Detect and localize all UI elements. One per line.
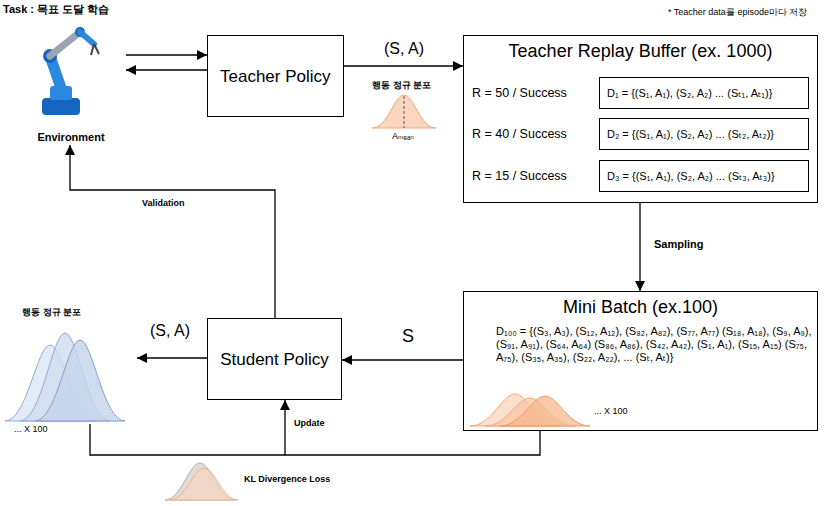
output-arrow [137,357,207,358]
output-label: (S, A) [150,322,190,340]
connector-arrow [70,145,275,318]
robot-arm [42,27,99,115]
reward-label: R = 15 / Success [472,168,567,184]
policy-box: Student Policy [207,318,342,400]
normal-distribution [372,95,436,128]
connector-arrow [342,359,463,360]
episode-data: D₁₀₀ = {(S₃, A₃), (S₁₂, A₁₂), (S₈₂, A₈₂)… [496,325,814,364]
task-title: Task : 목표 도달 학습 [3,2,109,17]
mini-batch: Mini Batch (ex.100) D₁₀₀ = {(S₃, A₃), (S₁… [463,291,818,431]
episode-data: D₁ = {(S₁, A₁), (S₂, A₂) ... (Sₜ₁, Aₜ₁)} [607,86,772,100]
mean-label: Aₘₑₐₙ [392,131,414,141]
connector-arrow [126,69,207,70]
environment: Environment [18,16,124,143]
episode-data: D₂ = {(S₁, A₁), (S₂, A₂) ... (Sₜ₂, Aₜ₂)} [607,127,774,141]
robot-gripper [91,44,94,55]
episode-data: D₃ = {(S₁, A₁), (S₂, A₂) ... (Sₜ₃, Aₜ₃)} [607,169,775,183]
edge-label: Sampling [652,238,706,250]
loss-line [90,424,285,455]
connector-arrow [126,54,207,55]
policy-label: Teacher Policy [212,62,339,91]
episode-box: D₁ = {(S₁, A₁), (S₂, A₂) ... (Sₜ₁, Aₜ₁)} [599,77,809,109]
connector-arrow [285,400,540,455]
replay-buffer: Teacher Replay Buffer (ex. 1000) R = 50 /… [463,35,818,203]
box-title: Mini Batch (ex.100) [464,295,817,319]
robot-base [42,98,80,115]
environment-label: Environment [18,131,124,143]
edge-label: S [400,326,416,347]
edge-label: Validation [140,198,187,208]
policy-box: Teacher Policy [207,35,344,117]
edge-label: Update [292,418,327,428]
robot-upper-arm [50,32,80,56]
reward-label: R = 50 / Success [472,85,567,101]
episode-box: D₃ = {(S₁, A₁), (S₂, A₂) ... (Sₜ₃, Aₜ₃)} [599,160,809,192]
normal-distribution [35,340,125,421]
normal-distribution [500,396,590,426]
box-title: Teacher Replay Buffer (ex. 1000) [464,39,817,63]
note: * Teacher data를 episode마다 저장 [668,6,807,19]
distribution-label: 행동 정규 분포 [22,306,81,319]
reward-label: R = 40 / Success [472,126,567,142]
loss-label: KL Divergence Loss [244,474,330,484]
kl-distribution [170,468,238,500]
distribution-label: 행동 정규 분포 [372,79,431,92]
mean-line [404,96,405,128]
connector-arrow [639,203,640,291]
robot-gripper [94,44,99,54]
edge-label: (S, A) [382,40,426,58]
connector-arrow [344,65,463,66]
policy-label: Student Policy [212,345,337,374]
count-label: ... X 100 [594,406,628,416]
episode-box: D₂ = {(S₁, A₁), (S₂, A₂) ... (Sₜ₂, Aₜ₂)} [599,118,809,150]
count-label: ... X 100 [14,424,48,434]
robot-wrist [80,32,94,44]
